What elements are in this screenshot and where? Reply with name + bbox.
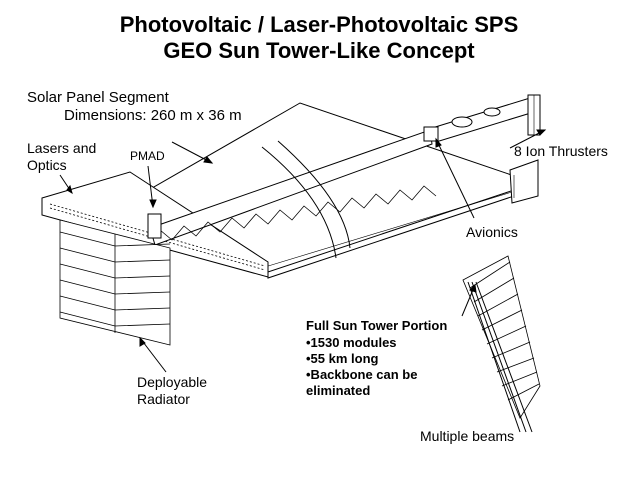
multiple-beams-label: Multiple beams <box>420 428 515 444</box>
lasers-label-line1: Lasers and <box>27 140 97 156</box>
radiator-label-line2: Radiator <box>137 391 190 407</box>
tower-portion-heading: Full Sun Tower Portion <box>306 318 448 333</box>
avionics-box <box>423 126 439 142</box>
pmad-box <box>147 213 162 239</box>
tower-bullet-modules: •1530 modules <box>306 335 397 350</box>
lasers-label-line2: Optics <box>27 157 67 173</box>
tower-bullet-length: •55 km long <box>306 351 379 366</box>
deployable-radiator <box>59 219 171 346</box>
truss-backbone <box>149 129 437 246</box>
tower-bullet-eliminated: eliminated <box>306 383 371 398</box>
leader-arrows <box>59 129 547 373</box>
panel-end-plate <box>509 159 539 204</box>
diagram-title-line2: GEO Sun Tower-Like Concept <box>163 38 475 63</box>
diagram-title-line1: Photovoltaic / Laser-Photovoltaic SPS <box>119 12 519 37</box>
tower-bullet-backbone: •Backbone can be <box>306 367 418 382</box>
beam-arcs <box>261 140 351 259</box>
solar-panel-segment-label: Solar Panel Segment <box>27 89 169 106</box>
thruster-boom <box>431 94 541 143</box>
sun-tower-portion <box>462 255 541 419</box>
avionics-label: Avionics <box>466 224 518 240</box>
ion-thrusters-label: 8 Ion Thrusters <box>514 143 608 159</box>
dimensions-label: Dimensions: 260 m x 36 m <box>64 107 242 124</box>
pmad-label: PMAD <box>130 149 165 163</box>
radiator-label-line1: Deployable <box>137 374 208 390</box>
multiple-beams-lines <box>467 281 533 433</box>
